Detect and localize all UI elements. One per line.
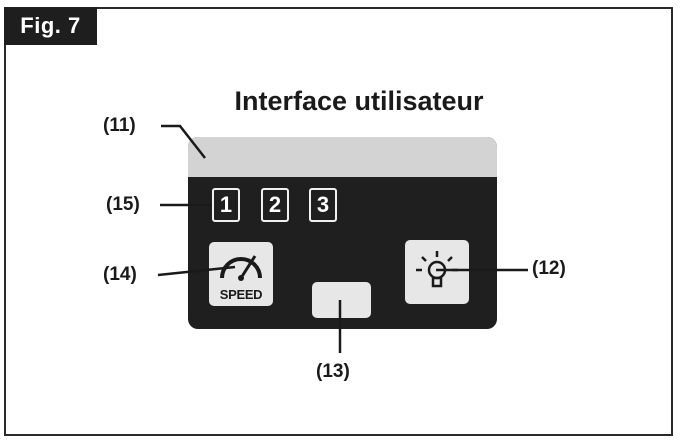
callout-line-11 [161,124,206,159]
callout-15: (15) [106,194,140,215]
speed-label: SPEED [219,287,263,302]
callout-12: (12) [532,258,566,279]
callout-11: (11) [103,115,136,136]
display-screen [188,137,497,177]
callout-13: (13) [316,361,350,382]
level-indicator-2: 2 [261,188,289,222]
light-button[interactable] [405,240,469,304]
figure-label: Fig. 7 [4,7,97,45]
callout-14: (14) [103,264,137,285]
speed-button[interactable]: SPEED [209,242,273,306]
diagram-title: Interface utilisateur [234,86,484,116]
level-indicator-3: 3 [309,188,337,222]
callout-line-14 [157,265,236,277]
center-button[interactable] [312,282,371,318]
level-indicator-1: 1 [212,188,240,222]
speed-gauge-icon [220,255,262,281]
